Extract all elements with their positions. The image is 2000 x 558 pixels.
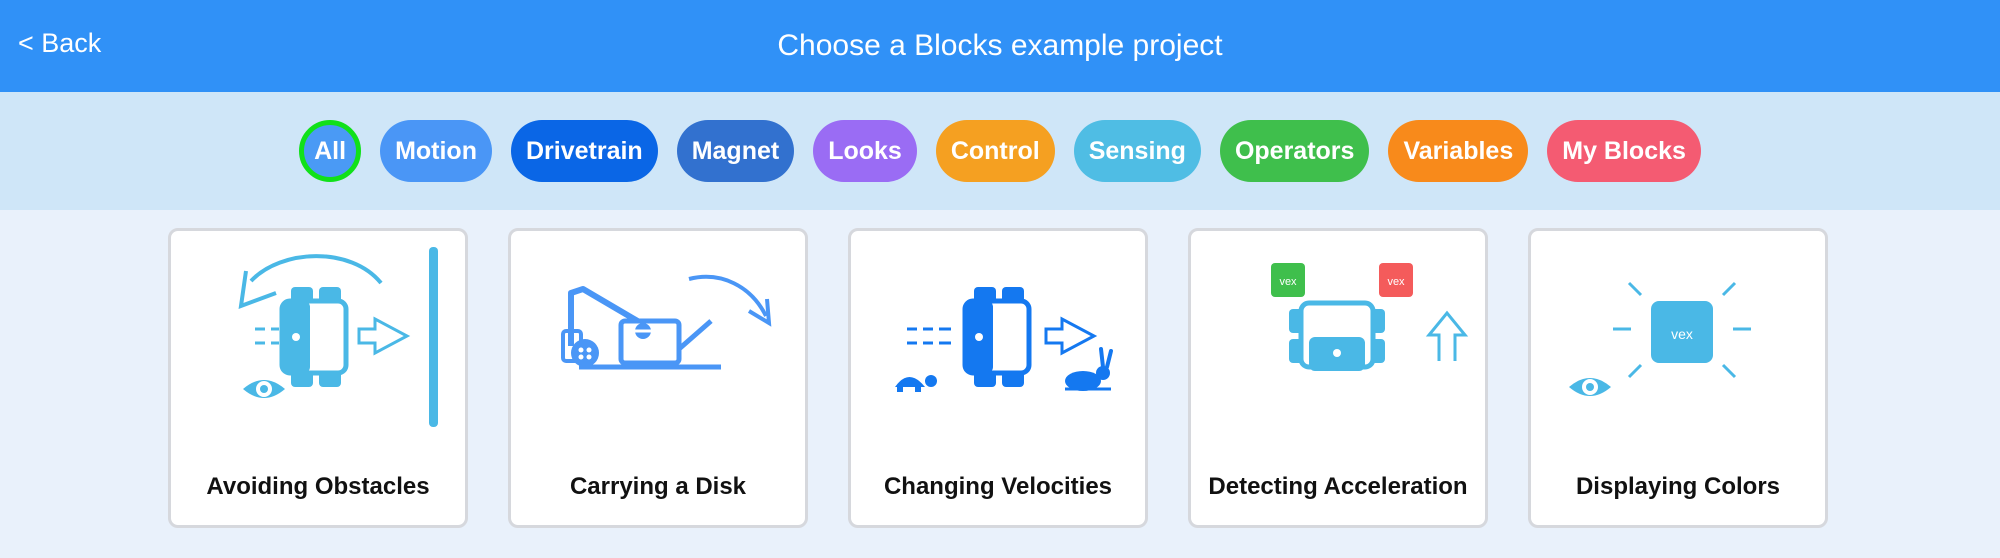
page-title: Choose a Blocks example project [777, 29, 1223, 62]
filter-chip-variables[interactable]: Variables [1388, 120, 1529, 182]
filter-chip-magnet[interactable]: Magnet [676, 120, 795, 182]
svg-text:vex: vex [1279, 276, 1297, 288]
project-card-carrying-a-disk[interactable]: Carrying a Disk [508, 228, 808, 528]
project-title: Displaying Colors [1575, 473, 1781, 500]
project-card-detecting-acceleration[interactable]: vex vex Detecting Acceleration [1188, 228, 1488, 528]
project-card-changing-velocities[interactable]: Changing Velocities [848, 228, 1148, 528]
project-title: Detecting Acceleration [1208, 473, 1468, 500]
project-card-displaying-colors[interactable]: vex Displaying Colors [1528, 228, 1828, 528]
project-title: Avoiding Obstacles [206, 473, 430, 500]
svg-text:vex: vex [1387, 276, 1405, 288]
svg-text:vex: vex [1671, 326, 1693, 342]
brain-colors-icon: vex [1569, 281, 1751, 396]
project-title: Carrying a Disk [569, 473, 747, 500]
project-card-avoiding-obstacles[interactable]: Avoiding Obstacles [168, 228, 468, 528]
filter-chip-all[interactable]: All [299, 120, 362, 182]
robot-arm-disk-icon [561, 274, 772, 370]
filter-chip-control[interactable]: Control [935, 120, 1055, 182]
top-bar: < Back Choose a Blocks example project [0, 0, 2000, 92]
project-title: Changing Velocities [883, 473, 1113, 500]
category-filter-bar: All Motion Drivetrain Magnet Looks Contr… [0, 92, 2000, 210]
filter-chip-operators[interactable]: Operators [1219, 120, 1370, 182]
filter-chip-my-blocks[interactable]: My Blocks [1547, 120, 1701, 182]
filter-chip-drivetrain[interactable]: Drivetrain [510, 120, 658, 182]
filter-chip-sensing[interactable]: Sensing [1073, 120, 1201, 182]
filter-chip-looks[interactable]: Looks [813, 120, 917, 182]
robot-acceleration-icon: vex vex [1271, 263, 1469, 371]
robot-obstacle-icon [238, 247, 438, 427]
filter-chip-motion[interactable]: Motion [380, 120, 492, 182]
back-button[interactable]: < Back [18, 28, 102, 58]
robot-velocity-icon [895, 287, 1113, 392]
